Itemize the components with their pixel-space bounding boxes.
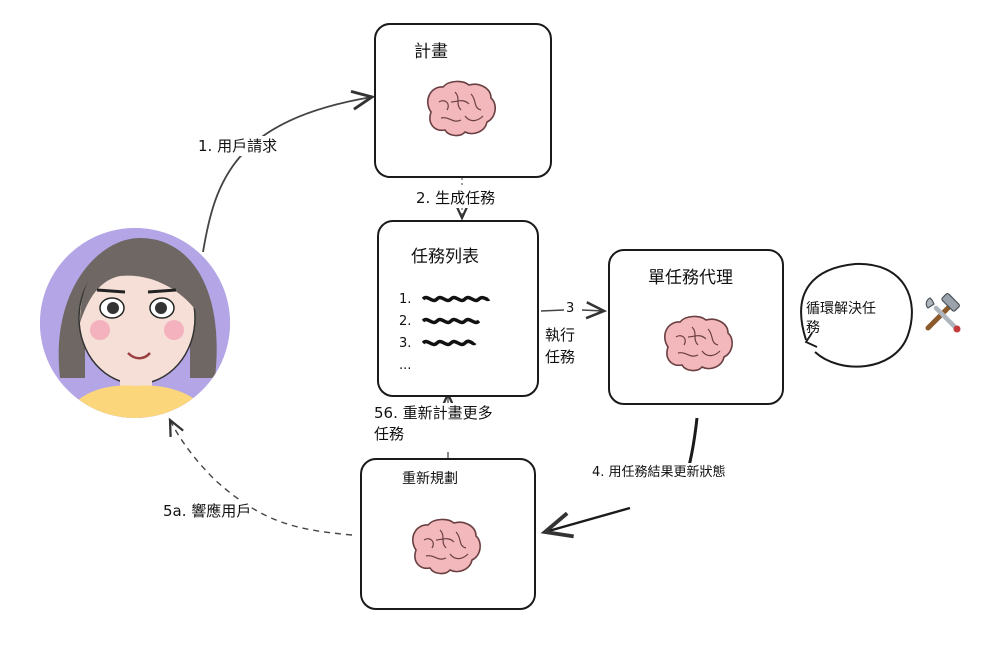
edge-label-update-state: 4. 用任務結果更新狀態 <box>592 463 726 483</box>
user-face-icon <box>40 228 230 418</box>
replan-title: 重新規劃 <box>402 471 458 487</box>
arrow-replan-to-user <box>168 417 353 536</box>
task-item-number: 2. <box>399 313 412 329</box>
task-item-number: 3. <box>399 335 412 351</box>
edge-label-loop-solve-line2: 務 <box>806 320 820 336</box>
task-item-number: ... <box>399 357 412 373</box>
brain-icon <box>412 518 481 575</box>
hammer-wrench-icon <box>925 293 961 333</box>
task-item: 3. <box>399 332 491 354</box>
task-list-title: 任務列表 <box>411 247 479 267</box>
single-task-agent-title: 單任務代理 <box>648 268 733 288</box>
loop-circle <box>800 262 913 368</box>
edge-label-replan-more-line1: 56. 重新計畫更多 <box>374 403 493 423</box>
edge-label-user-request: 1. 用戶請求 <box>198 136 278 156</box>
arrow-tasklist-to-agent-head <box>581 301 608 320</box>
edge-label-replan-more-line2: 任務 <box>374 424 405 444</box>
arrow-user-to-plan <box>202 90 376 253</box>
task-item: 2. <box>399 310 491 332</box>
text-placeholder-squiggle <box>421 317 481 325</box>
loop-arrowhead <box>804 332 818 348</box>
edge-label-execute-step: 3 <box>566 299 575 319</box>
text-placeholder-squiggle <box>421 339 477 347</box>
single-task-agent-node: 單任務代理 <box>608 249 784 405</box>
text-placeholder-squiggle <box>421 295 491 303</box>
task-item: ... <box>399 354 491 376</box>
task-list-node: 任務列表 1. 2. 3. ... <box>377 220 539 397</box>
brain-icon <box>427 80 496 137</box>
edge-label-execute-tasks-line1: 執行 <box>545 325 576 345</box>
plan-title: 計畫 <box>414 42 448 62</box>
task-list: 1. 2. 3. ... <box>399 288 491 376</box>
edge-label-loop-solve-line1: 循環解決任 <box>806 301 876 317</box>
edge-label-execute-tasks-line2: 任務 <box>545 347 576 367</box>
edge-label-generate-tasks: 2. 生成任務 <box>416 188 496 208</box>
task-item: 1. <box>399 288 491 310</box>
arrow-to-replan <box>540 506 631 539</box>
plan-node: 計畫 <box>374 23 552 178</box>
replan-node: 重新規劃 <box>360 458 536 610</box>
user-avatar <box>40 228 230 418</box>
edge-label-respond-user: 5a. 響應用戶 <box>163 501 252 521</box>
arrow-tasklist-to-agent <box>540 309 565 312</box>
task-item-number: 1. <box>399 291 412 307</box>
brain-icon <box>664 315 733 372</box>
